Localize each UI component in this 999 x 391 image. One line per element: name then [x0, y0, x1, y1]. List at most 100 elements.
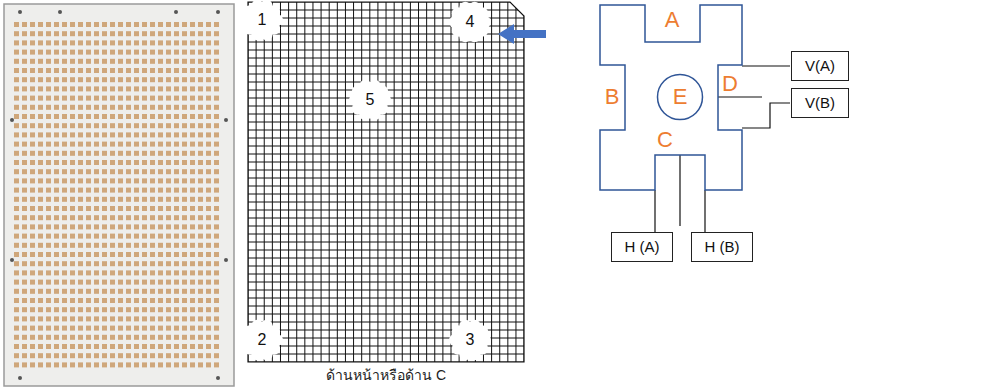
plate-pad — [174, 105, 179, 110]
plate-pad — [134, 289, 139, 294]
plate-pad — [158, 270, 163, 275]
spot-core — [454, 6, 486, 38]
plate-pad — [198, 178, 203, 183]
plate-pad — [102, 270, 107, 275]
plate-pad — [182, 96, 187, 101]
plate-pad — [38, 206, 43, 211]
plate-pad — [206, 270, 211, 275]
plate-pad — [134, 114, 139, 119]
plate-pad — [110, 188, 115, 193]
plate-pad — [78, 132, 83, 137]
plate-pad — [174, 169, 179, 174]
plate-pad — [22, 151, 27, 156]
plate-pad — [214, 96, 219, 101]
plate-pad — [14, 307, 19, 312]
plate-pad — [86, 289, 91, 294]
plate-pad — [78, 178, 83, 183]
plate-pad — [206, 178, 211, 183]
plate-pad — [30, 169, 35, 174]
plate-pad — [190, 344, 195, 349]
plate-pad — [182, 160, 187, 165]
plate-pad — [38, 77, 43, 82]
plate-pad — [22, 40, 27, 45]
plate-pad — [94, 326, 99, 331]
plate-pad — [214, 86, 219, 91]
plate-pad — [14, 178, 19, 183]
plate-pad — [22, 252, 27, 257]
plate-pad — [158, 353, 163, 358]
plate-pad — [166, 224, 171, 229]
plate-pad — [174, 335, 179, 340]
plate-pad — [54, 188, 59, 193]
plate-pad — [174, 307, 179, 312]
plate-pad — [150, 280, 155, 285]
plate-pad — [110, 344, 115, 349]
plate-pad — [86, 151, 91, 156]
plate-pad — [46, 59, 51, 64]
plate-pad — [166, 362, 171, 367]
plate-pad — [102, 105, 107, 110]
plate-pad — [62, 96, 67, 101]
plate-pad — [118, 252, 123, 257]
plate-pad — [126, 105, 131, 110]
plate-pad — [38, 178, 43, 183]
plate-pad — [126, 142, 131, 147]
plate-pad — [182, 224, 187, 229]
plate-pad — [206, 316, 211, 321]
plate-pad — [102, 40, 107, 45]
plate-pad — [38, 353, 43, 358]
plate-pad — [198, 215, 203, 220]
plate-pad — [70, 362, 75, 367]
plate-pad — [182, 270, 187, 275]
plate-pad — [182, 50, 187, 55]
plate-pad — [30, 96, 35, 101]
plate-pad — [142, 243, 147, 248]
caption: ด้านหน้าหรือด้าน C — [323, 367, 449, 384]
plate-pad — [86, 206, 91, 211]
plate-pad — [86, 362, 91, 367]
plate-pad — [142, 31, 147, 36]
plate-pad — [102, 234, 107, 239]
plate-pad — [46, 280, 51, 285]
grid-line — [248, 282, 524, 283]
plate-pad — [78, 261, 83, 266]
plate-pad — [190, 362, 195, 367]
plate-pad — [206, 206, 211, 211]
plate-pad — [134, 31, 139, 36]
plate-pad — [94, 31, 99, 36]
plate-pad — [22, 197, 27, 202]
plate-pad — [214, 298, 219, 303]
plate-pad — [126, 96, 131, 101]
plate-pad — [158, 105, 163, 110]
plate-pad — [70, 68, 75, 73]
plate-pad — [110, 316, 115, 321]
plate-pad — [38, 142, 43, 147]
plate-pad — [14, 344, 19, 349]
plate-pad — [158, 40, 163, 45]
plate-pad — [190, 169, 195, 174]
plate-pad — [214, 169, 219, 174]
plate-pad — [102, 261, 107, 266]
plate-pad — [166, 335, 171, 340]
plate-pad — [118, 261, 123, 266]
plate-pad — [46, 31, 51, 36]
plate-pad — [102, 224, 107, 229]
plate-pad — [198, 123, 203, 128]
plate-pad — [126, 280, 131, 285]
plate-pad — [214, 68, 219, 73]
plate-pad — [110, 178, 115, 183]
plate-pad — [134, 96, 139, 101]
plate-pad — [206, 326, 211, 331]
plate-pad — [30, 298, 35, 303]
plate-pad — [78, 151, 83, 156]
plate-pad — [86, 77, 91, 82]
plate-pad — [86, 40, 91, 45]
plate-pad — [78, 77, 83, 82]
plate-pad — [46, 335, 51, 340]
plate-pad — [150, 178, 155, 183]
plate-pad — [46, 206, 51, 211]
plate-pad — [126, 188, 131, 193]
plate-pad — [190, 178, 195, 183]
plate-pad — [30, 206, 35, 211]
plate-pad — [142, 197, 147, 202]
